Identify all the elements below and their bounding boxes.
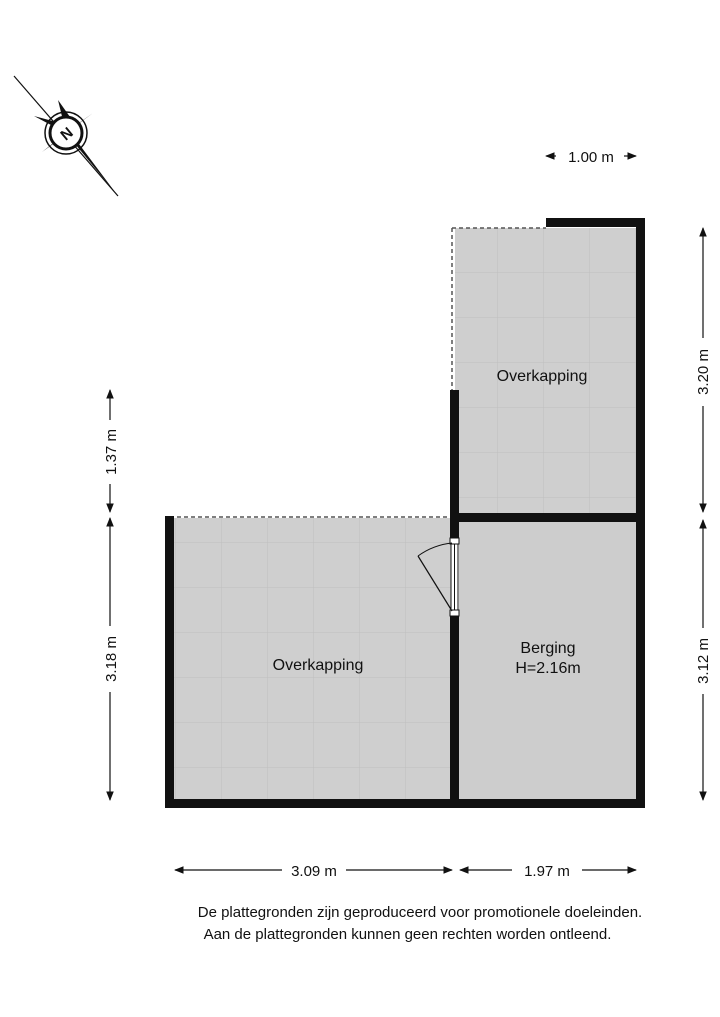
disclaimer-line-2: Aan de plattegronden kunnen geen rechten… (203, 926, 612, 943)
dimension-right-upper: 3.20 m (695, 349, 712, 395)
dimension-top: 1.00 m (568, 149, 614, 166)
dimension-right-lower: 3.12 m (695, 638, 712, 684)
room-label-berging: Berging (520, 640, 575, 657)
dimension-left-upper: 1.37 m (103, 429, 120, 475)
overkapping-left-floor (172, 518, 455, 802)
open-edges (170, 227, 546, 518)
floor-areas (172, 228, 637, 802)
compass-icon: N (13, 75, 119, 197)
disclaimer-line-1: De plattegronden zijn geproduceerd voor … (197, 904, 643, 921)
dimension-bottom-right: 1.97 m (524, 863, 570, 880)
room-label-overkapping-left: Overkapping (273, 657, 364, 674)
room-height-berging: H=2.16m (515, 660, 580, 677)
walls (165, 218, 645, 808)
dimension-bottom-left: 3.09 m (291, 863, 337, 880)
room-label-overkapping-top: Overkapping (497, 368, 588, 385)
berging-floor (459, 520, 637, 802)
door (417, 537, 460, 617)
dimension-lines (106, 152, 707, 874)
dimension-left-lower: 3.18 m (103, 636, 120, 682)
overkapping-top-floor (455, 228, 637, 516)
